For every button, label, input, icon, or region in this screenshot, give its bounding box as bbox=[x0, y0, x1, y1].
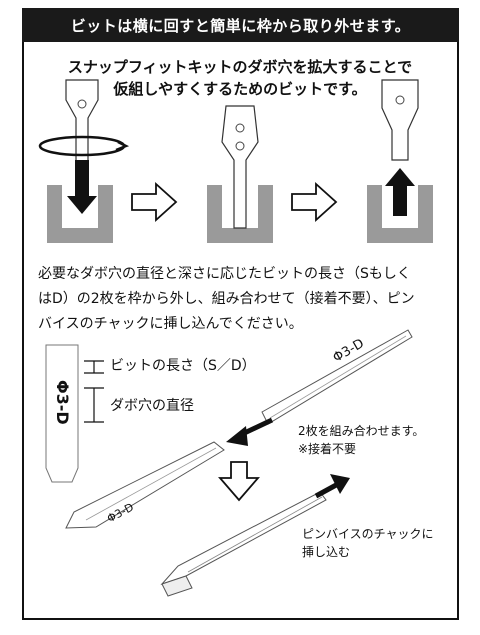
up-arrow-shaft bbox=[393, 184, 407, 216]
intro-line-2: 仮組しやすくするためのビットです。 bbox=[113, 80, 367, 98]
header-title: ビットは横に回すと簡単に枠から取り外せます。 bbox=[70, 16, 411, 35]
bit-1-mark bbox=[77, 99, 87, 109]
intro-line-1: スナップフィットキットのダボ穴を拡大することで bbox=[67, 58, 413, 76]
step3-diagram bbox=[367, 79, 433, 243]
assembled-bit-base bbox=[161, 575, 193, 597]
down-hollow-arrow bbox=[218, 461, 260, 502]
legend-diameter-label: ダボ穴の直径 bbox=[110, 398, 194, 414]
instructions: 必要なダボ穴の直径と深さに応じたビットの長さ（Sもしく はD）の2枚を枠から外し… bbox=[38, 262, 446, 337]
legend-bit-outline bbox=[45, 344, 79, 483]
legend-length-label: ビットの長さ（S／D） bbox=[110, 358, 256, 374]
step2-diagram bbox=[207, 105, 273, 243]
bit-2 bbox=[221, 105, 259, 229]
header-banner: ビットは横に回すと簡単に枠から取り外せます。 bbox=[22, 8, 459, 42]
insert-note-line-1: ピンバイスのチャックに bbox=[302, 527, 434, 541]
bit-3 bbox=[381, 79, 419, 161]
combine-note: 2枚を組み合わせます。 bbox=[298, 424, 425, 438]
bit-piece-a bbox=[261, 329, 413, 425]
instructions-line-3: バイスのチャックに挿し込んでください。 bbox=[38, 316, 303, 332]
no-glue-note: ※接着不要 bbox=[298, 442, 357, 456]
step1-diagram bbox=[38, 79, 130, 243]
bit-piece-a-outline bbox=[261, 329, 413, 425]
intro-text: スナップフィットキットのダボ穴を拡大することで 仮組しやすくするためのビットです… bbox=[40, 56, 440, 100]
bit-piece-b-outline bbox=[65, 441, 225, 529]
step-arrow-2 bbox=[291, 181, 338, 223]
bit-piece-b bbox=[65, 441, 225, 529]
instructions-line-1: 必要なダボ穴の直径と深さに応じたビットの長さ（Sもしく bbox=[38, 266, 411, 282]
down-arrow-shaft bbox=[75, 160, 89, 198]
assembled-bit bbox=[160, 491, 327, 597]
legend-bit-code: Φ3-D bbox=[53, 380, 72, 425]
rotate-arrow-head bbox=[115, 140, 130, 152]
legend-bit bbox=[45, 344, 104, 483]
step-arrow-1 bbox=[131, 181, 178, 223]
combine-arrow-head bbox=[226, 426, 248, 446]
instructions-line-2: はD）の2枚を枠から外し、組み合わせて（接着不要）、ピン bbox=[38, 291, 415, 307]
insert-note-line-2: 挿し込む bbox=[302, 545, 351, 559]
insert-arrow-head bbox=[330, 474, 350, 494]
up-arrow-head bbox=[385, 168, 415, 186]
down-arrow-head bbox=[67, 196, 97, 214]
insert-arrow-shaft bbox=[314, 481, 340, 499]
